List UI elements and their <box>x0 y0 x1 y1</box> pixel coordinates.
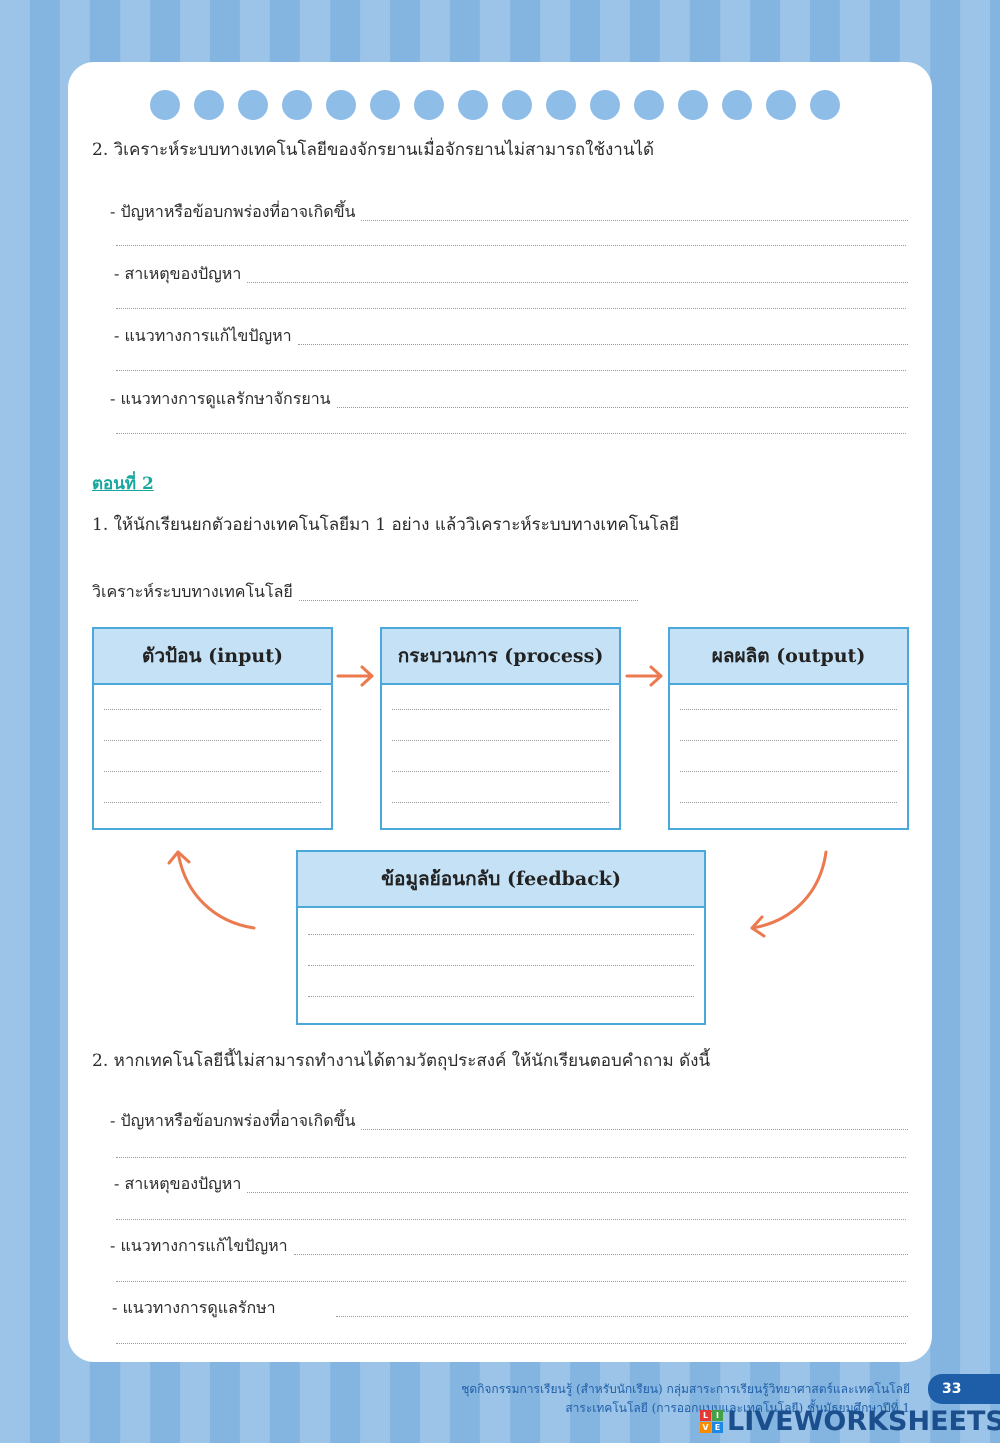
binder-dot <box>282 90 312 120</box>
answer-label: - ปัญหาหรือข้อบกพร่องที่อาจเกิดขึ้น <box>110 202 356 221</box>
liveworksheets-badge-icon: L I V E <box>700 1410 723 1433</box>
answer-label: - แนวทางการดูแลรักษา <box>112 1298 276 1317</box>
binder-dot <box>766 90 796 120</box>
answer-line[interactable] <box>392 771 609 772</box>
liveworksheets-logo: L I V E LIVEWORKSHEETS <box>700 1406 1000 1437</box>
input-box: ตัวป้อน (input) <box>92 627 333 830</box>
answer-line[interactable] <box>247 1192 908 1193</box>
binder-dot <box>150 90 180 120</box>
answer-line[interactable] <box>392 802 609 803</box>
input-box-title: ตัวป้อน (input) <box>94 629 331 685</box>
binder-dot <box>590 90 620 120</box>
answer-row-maintenance[interactable]: - แนวทางการดูแลรักษาจักรยาน <box>110 387 908 412</box>
section1-question: 2. วิเคราะห์ระบบทางเทคโนโลยีของจักรยานเม… <box>92 140 655 160</box>
answer-label: - แนวทางการแก้ไขปัญหา <box>110 1236 288 1255</box>
answer-row-cause[interactable]: - สาเหตุของปัญหา <box>114 262 908 287</box>
answer-line[interactable] <box>104 771 321 772</box>
part2-question1: 1. ให้นักเรียนยกตัวอย่างเทคโนโลยีมา 1 อย… <box>92 515 680 535</box>
output-box: ผลผลิต (output) <box>668 627 909 830</box>
answer-line[interactable] <box>392 740 609 741</box>
answer-line[interactable] <box>116 1343 906 1344</box>
binder-dot <box>194 90 224 120</box>
analyze-row[interactable]: วิเคราะห์ระบบทางเทคโนโลยี <box>92 580 638 605</box>
answer-line[interactable] <box>308 965 694 966</box>
answer-line[interactable] <box>297 344 908 345</box>
answer-line[interactable] <box>308 996 694 997</box>
answer-line[interactable] <box>116 370 906 371</box>
binder-dots <box>150 90 840 120</box>
answer-label: - ปัญหาหรือข้อบกพร่องที่อาจเกิดขึ้น <box>110 1111 356 1130</box>
footer-line2: สาระเทคโนโลยี (การออกแบบและเทคโนโลยี) ชั… <box>565 1401 910 1415</box>
binder-dot <box>458 90 488 120</box>
answer-line[interactable] <box>104 802 321 803</box>
feedback-box: ข้อมูลย้อนกลับ (feedback) <box>296 850 706 1025</box>
arrow-output-to-feedback-icon <box>750 850 828 938</box>
answer-row-problem[interactable]: - ปัญหาหรือข้อบกพร่องที่อาจเกิดขึ้น <box>110 200 908 225</box>
answer-line[interactable] <box>335 1316 908 1317</box>
answer-line[interactable] <box>116 1219 906 1220</box>
binder-dot <box>238 90 268 120</box>
answer-label: - สาเหตุของปัญหา <box>114 1174 242 1193</box>
answer-line[interactable] <box>680 740 897 741</box>
answer-line[interactable] <box>104 709 321 710</box>
binder-dot <box>370 90 400 120</box>
binder-dot <box>634 90 664 120</box>
process-box-title: กระบวนการ (process) <box>382 629 619 685</box>
feedback-box-title: ข้อมูลย้อนกลับ (feedback) <box>298 852 704 908</box>
arrow-input-to-process-icon <box>336 665 374 687</box>
process-box: กระบวนการ (process) <box>380 627 621 830</box>
part2-title: ตอนที่ 2 <box>92 474 154 494</box>
answer-line[interactable] <box>116 433 906 434</box>
binder-dot <box>502 90 532 120</box>
arrow-feedback-to-input-icon <box>167 850 256 930</box>
footer-line1: ชุดกิจกรรมการเรียนรู้ (สำหรับนักเรียน) ก… <box>461 1382 910 1396</box>
answer-line[interactable] <box>116 308 906 309</box>
answer-row-maintenance[interactable]: - แนวทางการดูแลรักษา <box>112 1296 908 1321</box>
answer-label: - แนวทางการแก้ไขปัญหา <box>114 326 292 345</box>
answer-line[interactable] <box>298 600 638 601</box>
answer-line[interactable] <box>104 740 321 741</box>
answer-row-problem[interactable]: - ปัญหาหรือข้อบกพร่องที่อาจเกิดขึ้น <box>110 1109 908 1134</box>
part2-question2: 2. หากเทคโนโลยีนี้ไม่สามารถทำงานได้ตามวั… <box>92 1051 711 1071</box>
arrow-process-to-output-icon <box>625 665 663 687</box>
binder-dot <box>546 90 576 120</box>
binder-dot <box>414 90 444 120</box>
answer-line[interactable] <box>293 1254 908 1255</box>
answer-line[interactable] <box>116 245 906 246</box>
answer-line[interactable] <box>116 1157 906 1158</box>
output-box-title: ผลผลิต (output) <box>670 629 907 685</box>
page-number: 33 <box>928 1374 1000 1404</box>
answer-line[interactable] <box>247 282 908 283</box>
answer-line[interactable] <box>361 220 908 221</box>
answer-line[interactable] <box>680 771 897 772</box>
answer-row-solution[interactable]: - แนวทางการแก้ไขปัญหา <box>114 324 908 349</box>
binder-dot <box>678 90 708 120</box>
liveworksheets-text: LIVEWORKSHEETS <box>727 1406 1000 1437</box>
answer-line[interactable] <box>392 709 609 710</box>
answer-line[interactable] <box>116 1281 906 1282</box>
answer-line[interactable] <box>308 934 694 935</box>
answer-row-cause[interactable]: - สาเหตุของปัญหา <box>114 1172 908 1197</box>
answer-line[interactable] <box>680 802 897 803</box>
binder-dot <box>722 90 752 120</box>
answer-label: - สาเหตุของปัญหา <box>114 264 242 283</box>
answer-label: - แนวทางการดูแลรักษาจักรยาน <box>110 389 331 408</box>
answer-row-solution[interactable]: - แนวทางการแก้ไขปัญหา <box>110 1234 908 1259</box>
analyze-label: วิเคราะห์ระบบทางเทคโนโลยี <box>92 582 293 601</box>
answer-line[interactable] <box>361 1129 908 1130</box>
answer-line[interactable] <box>336 407 908 408</box>
binder-dot <box>326 90 356 120</box>
binder-dot <box>810 90 840 120</box>
answer-line[interactable] <box>680 709 897 710</box>
